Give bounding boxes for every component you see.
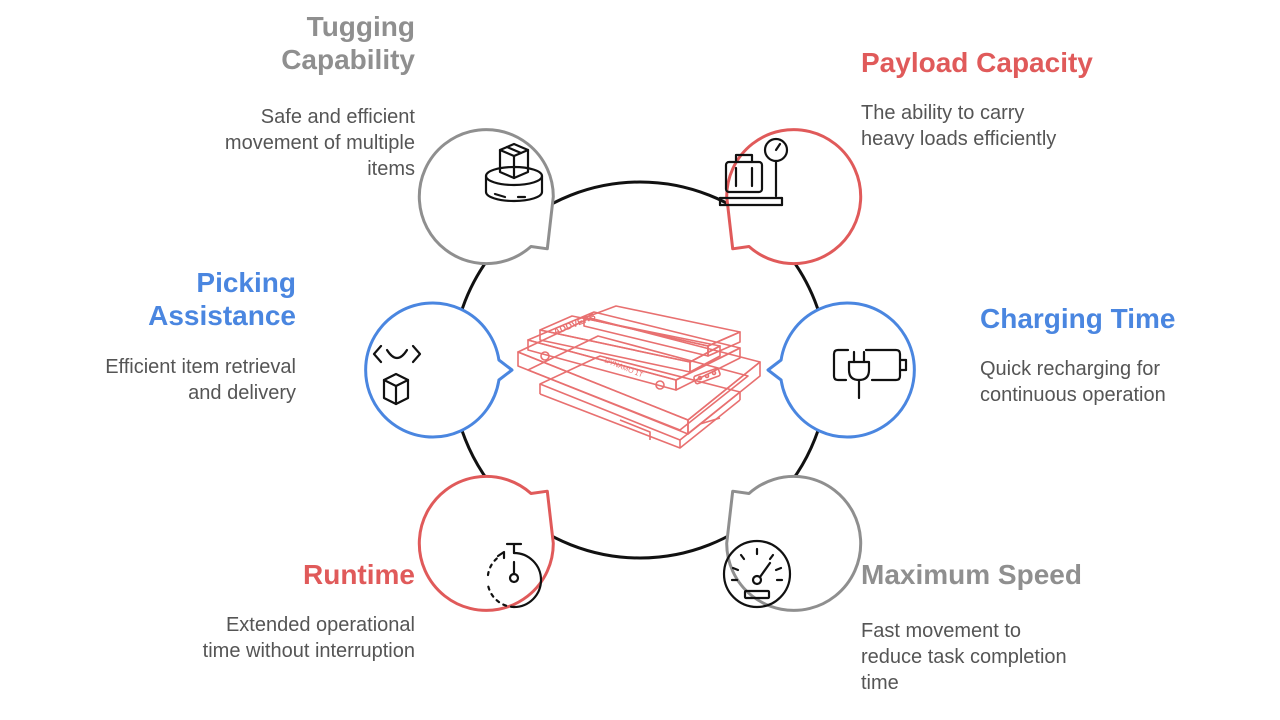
charging-title-line1: Charging Time [980,303,1176,334]
payload-description: The ability to carry heavy loads efficie… [861,100,1056,152]
picking-description: Efficient item retrieval and delivery [105,354,296,406]
speed-title-line1: Maximum Speed [861,559,1082,590]
tugging-title: Tugging Capability [281,10,415,76]
charging-teardrop [766,301,916,439]
charging-title: Charging Time [980,302,1176,335]
tugging-node [417,128,555,266]
charging-description: Quick recharging for continuous operatio… [980,356,1166,408]
runtime-desc-line1: Extended operational [225,614,415,636]
tugging-title-line2: Capability [281,44,415,75]
picking-title-line1: Picking [196,267,296,298]
speed-desc-line2: reduce task completion [861,646,1067,668]
tugging-desc-line3: items [367,158,415,180]
runtime-description: Extended operational time without interr… [203,612,415,664]
speed-desc-line1: Fast movement to [861,620,1022,642]
speed-title: Maximum Speed [861,558,1082,591]
runtime-node [417,474,555,612]
picking-desc-line2: and delivery [188,382,296,404]
payload-teardrop [725,128,863,266]
speed-node [722,474,863,612]
payload-node [718,128,863,266]
hand-pick-box-icon [372,344,422,406]
runtime-desc-line2: time without interruption [202,640,415,662]
tugging-desc-line2: movement of multiple [224,132,415,154]
tugging-description: Safe and efficient movement of multiple … [225,104,415,182]
tugging-title-line1: Tugging [306,11,415,42]
speedometer-icon [722,539,792,609]
runtime-teardrop [417,474,555,612]
luggage-scale-icon [718,137,789,207]
robot-brand-label: ADDVERB [552,311,597,337]
payload-title: Payload Capacity [861,46,1093,79]
charging-desc-line2: continuous operation [980,384,1166,406]
picking-desc-line1: Efficient item retrieval [105,356,296,378]
battery-plug-icon [832,348,908,400]
tugging-teardrop [417,128,555,266]
tugging-desc-line1: Safe and efficient [260,106,415,128]
payload-title-line1: Payload Capacity [861,47,1093,78]
runtime-title: Runtime [303,558,415,591]
runtime-title-line1: Runtime [303,559,415,590]
charging-node [766,301,916,439]
speed-description: Fast movement to reduce task completion … [861,618,1067,696]
charging-desc-line1: Quick recharging for [980,358,1161,380]
speed-desc-line3: time [861,672,899,694]
robot-illustration [517,305,761,449]
payload-desc-line1: The ability to carry [861,102,1025,124]
picking-teardrop [364,301,514,439]
picking-title-line2: Assistance [148,300,296,331]
stopwatch-icon [486,542,543,609]
payload-desc-line2: heavy loads efficiently [861,128,1057,150]
box-on-platform-icon [484,142,544,203]
picking-node [364,301,514,439]
picking-title: Picking Assistance [148,266,296,332]
